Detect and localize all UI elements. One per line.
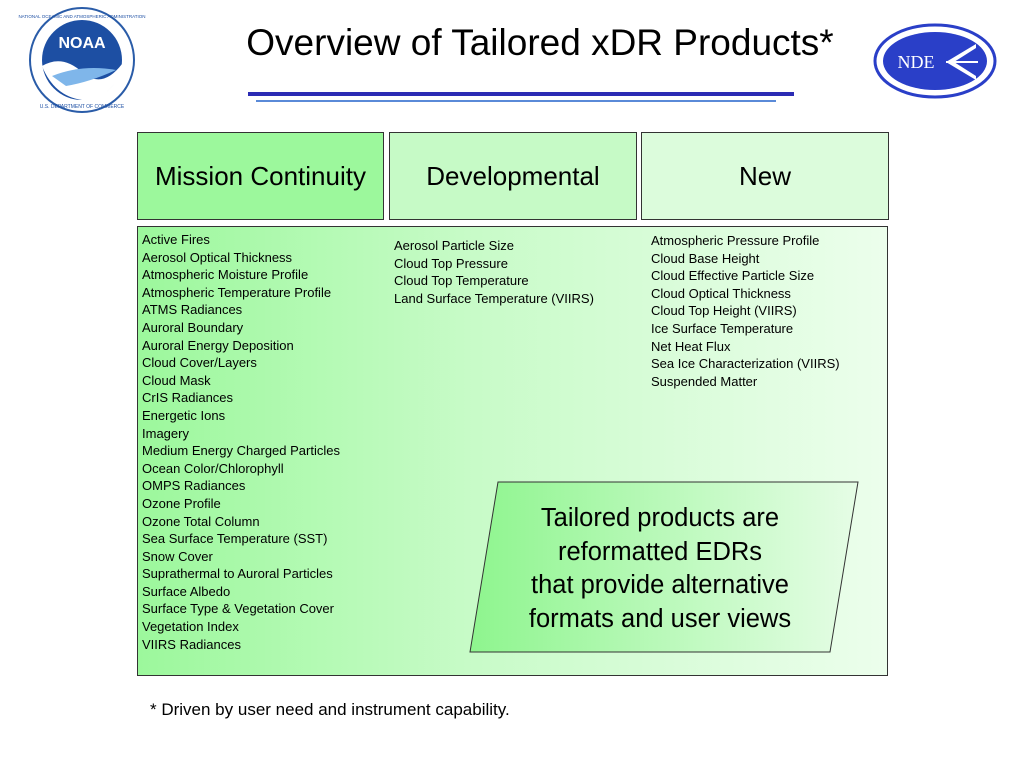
header-developmental: Developmental — [389, 132, 637, 220]
list-item: Ocean Color/Chlorophyll — [142, 460, 284, 476]
nde-logo: NDE — [873, 23, 997, 99]
noaa-logo: NOAA NATIONAL OCEANIC AND ATMOSPHERIC AD… — [18, 7, 146, 113]
list-item: OMPS Radiances — [142, 478, 246, 494]
list-item: Auroral Energy Deposition — [142, 337, 294, 353]
list-item: Ozone Total Column — [142, 513, 260, 529]
developmental-list: Aerosol Particle Size Cloud Top Pressure… — [394, 237, 594, 307]
title-underline-thin — [256, 100, 776, 102]
list-item: Cloud Mask — [142, 372, 211, 388]
list-item: CrIS Radiances — [142, 390, 234, 406]
callout-text: Tailored products are reformatted EDRs t… — [528, 504, 792, 633]
list-item: Surface Albedo — [142, 583, 231, 599]
list-item: Cloud Base Height — [651, 250, 760, 266]
footnote: * Driven by user need and instrument cap… — [150, 700, 510, 719]
list-item: Cloud Effective Particle Size — [651, 268, 815, 284]
nde-logo-text: NDE — [898, 52, 935, 72]
list-item: Medium Energy Charged Particles — [142, 443, 340, 459]
list-item: Ice Surface Temperature — [651, 320, 794, 336]
noaa-logo-text: NOAA — [58, 35, 106, 52]
list-item: Snow Cover — [142, 548, 213, 564]
page-title: Overview of Tailored xDR Products* — [246, 22, 834, 63]
header-new: New — [641, 132, 889, 220]
list-item: Sea Surface Temperature (SST) — [142, 531, 328, 547]
list-item: Ozone Profile — [142, 495, 221, 511]
list-item: VIIRS Radiances — [142, 636, 241, 652]
noaa-ring-text-bottom: U.S. DEPARTMENT OF COMMERCE — [40, 104, 125, 110]
list-item: Vegetation Index — [142, 619, 239, 635]
list-item: Land Surface Temperature (VIIRS) — [394, 290, 594, 306]
title-underline — [248, 92, 794, 96]
list-item: Atmospheric Moisture Profile — [142, 267, 309, 283]
list-item: Imagery — [142, 425, 189, 441]
header-mission-continuity: Mission Continuity — [137, 132, 384, 220]
list-item: Atmospheric Pressure Profile — [651, 233, 820, 248]
list-item: Cloud Top Height (VIIRS) — [651, 303, 797, 319]
noaa-ring-text: NATIONAL OCEANIC AND ATMOSPHERIC ADMINIS… — [18, 14, 145, 19]
new-products-list: Atmospheric Pressure Profile Cloud Base … — [651, 232, 840, 390]
list-item: Cloud Top Temperature — [394, 273, 529, 289]
list-item: Auroral Boundary — [142, 319, 244, 335]
mission-continuity-list: Active Fires Aerosol Optical Thickness A… — [142, 231, 340, 653]
list-item: Surface Type & Vegetation Cover — [142, 601, 334, 617]
list-item: Cloud Top Pressure — [394, 255, 508, 271]
list-item: Suprathermal to Auroral Particles — [142, 566, 333, 582]
list-item: Net Heat Flux — [651, 338, 731, 354]
list-item: Suspended Matter — [651, 373, 758, 389]
list-item: Energetic Ions — [142, 407, 226, 423]
callout-shape — [469, 481, 859, 653]
list-item: Cloud Cover/Layers — [142, 355, 257, 371]
list-item: Aerosol Optical Thickness — [142, 249, 293, 265]
list-item: Aerosol Particle Size — [394, 238, 514, 253]
list-item: Sea Ice Characterization (VIIRS) — [651, 356, 840, 372]
list-item: Active Fires — [142, 232, 210, 247]
list-item: ATMS Radiances — [142, 302, 243, 318]
list-item: Cloud Optical Thickness — [651, 285, 791, 301]
list-item: Atmospheric Temperature Profile — [142, 284, 332, 300]
